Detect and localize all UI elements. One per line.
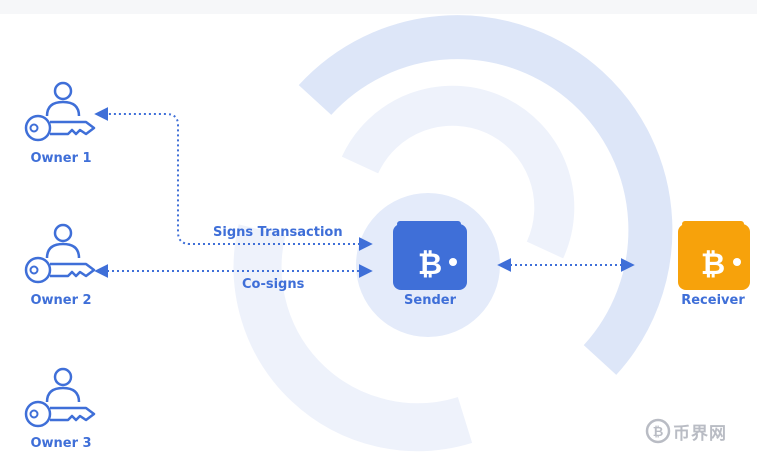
owner-2-icon xyxy=(24,223,96,284)
svg-text:₿: ₿ xyxy=(653,425,664,440)
watermark: ₿ 币界网 xyxy=(645,416,755,446)
owner-1-icon xyxy=(24,81,96,142)
edge-cosigns-label: Co-signs xyxy=(242,277,305,292)
owner-2-label: Owner 2 xyxy=(30,293,92,308)
watermark-text: 币界网 xyxy=(673,424,727,444)
owner-1-label: Owner 1 xyxy=(30,151,92,166)
top-band xyxy=(0,0,757,14)
edge-signs-label: Signs Transaction xyxy=(213,225,343,240)
receiver-wallet-icon: ₿ xyxy=(678,221,750,290)
owner-3-icon xyxy=(24,367,96,428)
owner-3-label: Owner 3 xyxy=(30,436,92,451)
watermark-bitcoin-icon: ₿ xyxy=(645,418,671,444)
svg-text:₿: ₿ xyxy=(418,247,442,282)
sender-label: Sender xyxy=(404,293,456,308)
svg-text:₿: ₿ xyxy=(701,247,725,282)
edge-signs-transaction xyxy=(94,107,373,251)
receiver-label: Receiver xyxy=(681,293,745,308)
sender-wallet-icon: ₿ xyxy=(393,221,467,290)
